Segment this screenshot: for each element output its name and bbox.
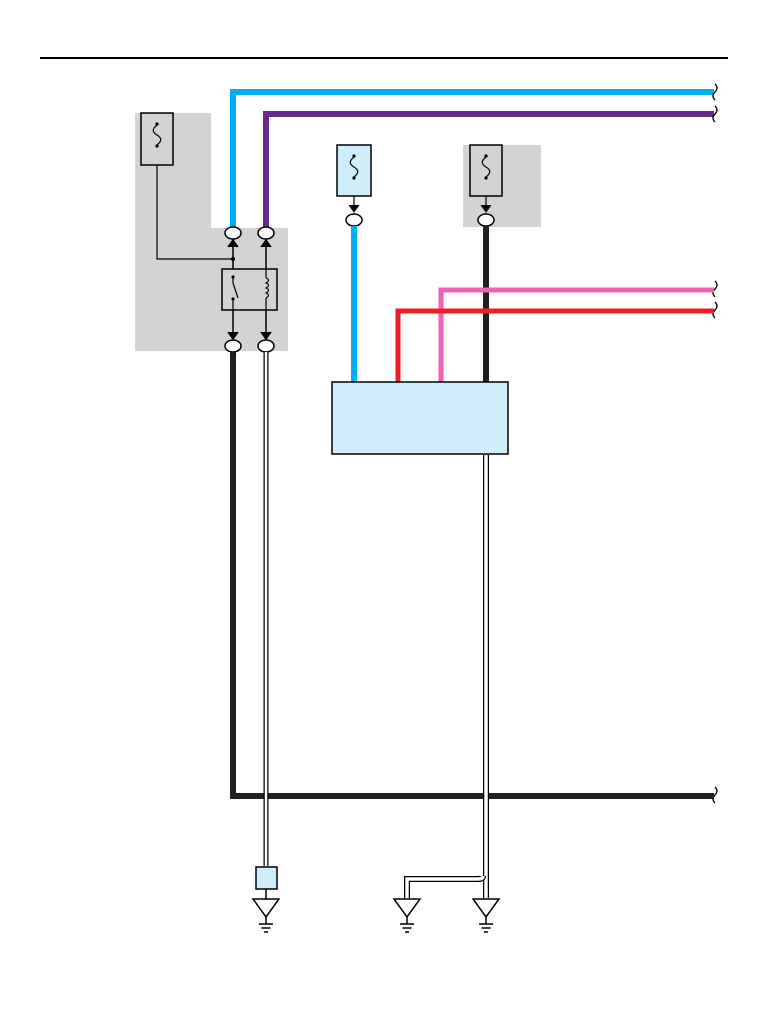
relay-icon bbox=[221, 257, 278, 311]
red-wire bbox=[395, 308, 714, 383]
splice-box bbox=[255, 866, 278, 890]
wire-break-icon bbox=[712, 83, 718, 804]
ground-icon bbox=[392, 898, 422, 933]
control-module bbox=[331, 381, 509, 455]
relay-feed-wire bbox=[156, 165, 233, 260]
connector-icon bbox=[224, 310, 275, 353]
fuse-icon bbox=[469, 144, 503, 227]
ground-icon bbox=[471, 898, 501, 933]
blue-wire-top bbox=[230, 89, 714, 228]
pink-wire bbox=[438, 287, 714, 383]
black-wire-relay-bottom bbox=[230, 352, 714, 799]
fuse-icon bbox=[140, 112, 174, 166]
fuse-icon bbox=[336, 144, 372, 227]
connector-icon bbox=[224, 226, 275, 270]
ground-icon bbox=[251, 898, 281, 933]
white-wire-module-ground bbox=[404, 455, 489, 898]
purple-wire-top bbox=[263, 111, 714, 228]
